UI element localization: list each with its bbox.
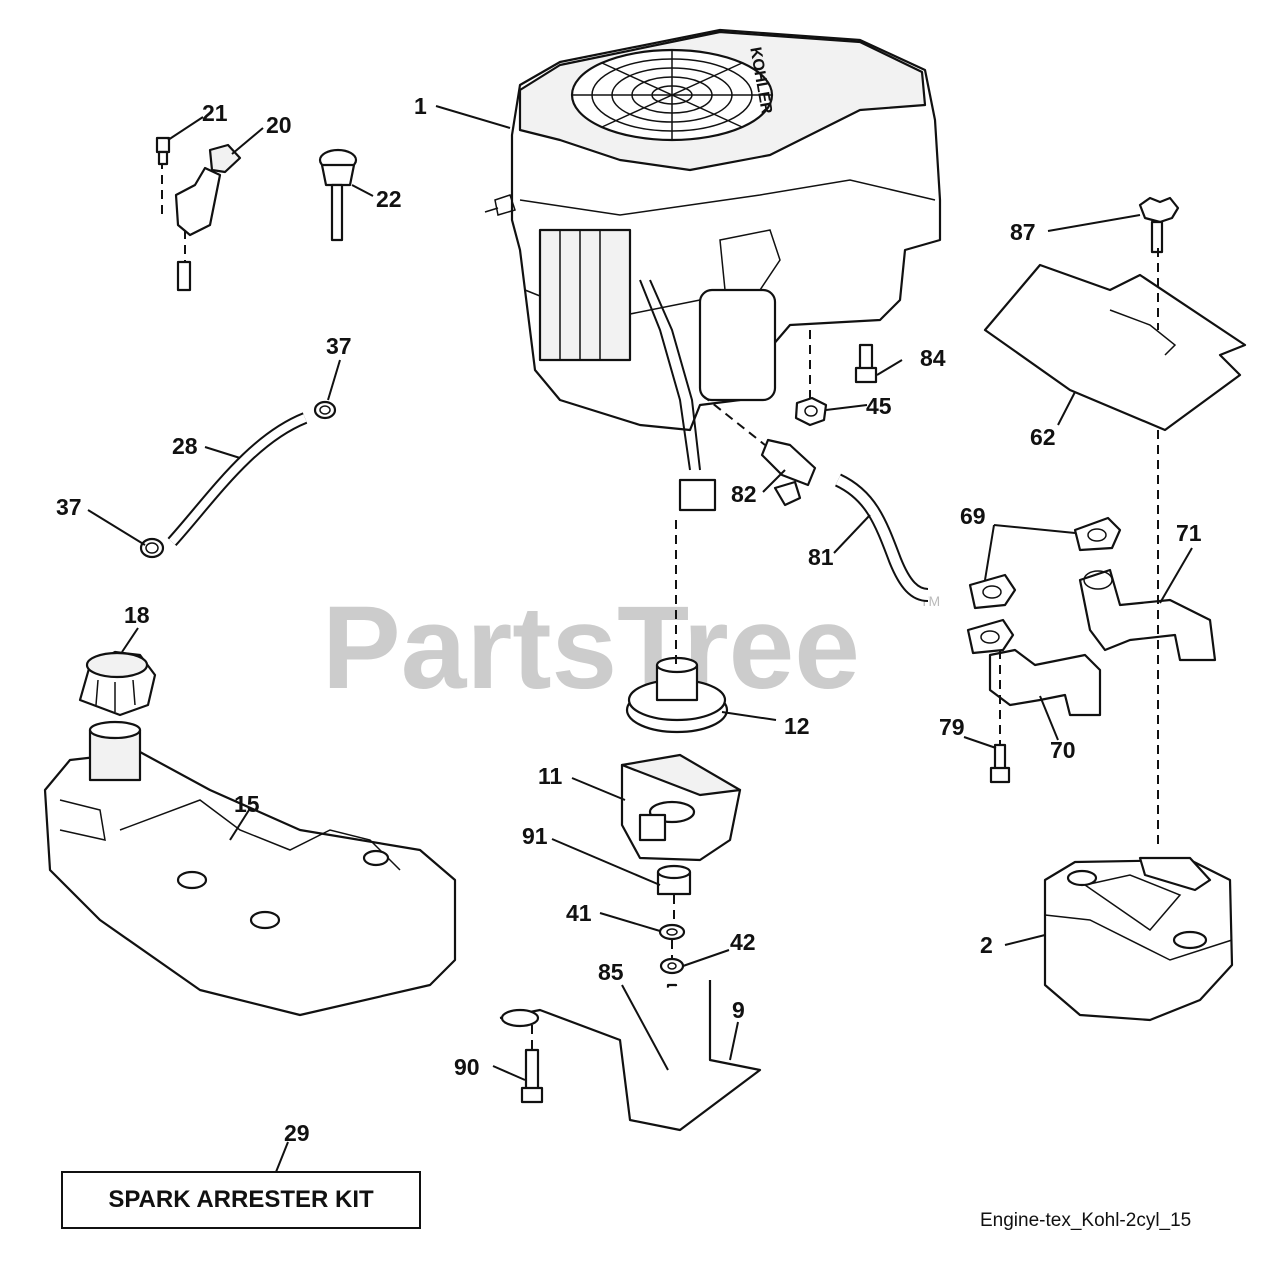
label-part-91[interactable]: 91 <box>522 823 548 849</box>
part-70-exhaust-pipe[interactable] <box>988 648 1102 717</box>
label-part-22[interactable]: 22 <box>376 186 402 212</box>
label-part-12[interactable]: 12 <box>784 713 810 739</box>
part-11-clutch[interactable] <box>620 753 742 862</box>
part-21-bolt[interactable] <box>155 136 171 166</box>
part-84-bolt[interactable] <box>854 343 878 384</box>
label-part-62[interactable]: 62 <box>1030 424 1056 450</box>
part-15-fuel-tank[interactable] <box>43 720 457 1017</box>
label-part-82[interactable]: 82 <box>731 481 757 507</box>
part-82-fuel-valve[interactable] <box>760 438 817 507</box>
spark-arrester-kit-label: SPARK ARRESTER KIT <box>108 1186 374 1213</box>
label-part-71[interactable]: 71 <box>1176 520 1202 546</box>
part-20-switch-bracket[interactable] <box>161 143 242 292</box>
label-part-20[interactable]: 20 <box>266 112 292 138</box>
label-part-1[interactable]: 1 <box>414 93 427 119</box>
part-69-gasket-c[interactable] <box>966 618 1015 655</box>
label-part-9[interactable]: 9 <box>732 997 745 1023</box>
label-part-37-upper[interactable]: 37 <box>326 333 352 359</box>
part-28-fuel-line[interactable] <box>167 412 308 547</box>
label-part-70[interactable]: 70 <box>1050 737 1076 763</box>
part-37-clamp-lower[interactable] <box>139 537 165 559</box>
label-part-28[interactable]: 28 <box>172 433 198 459</box>
part-90-bolt[interactable] <box>520 1048 544 1104</box>
label-part-69[interactable]: 69 <box>960 503 986 529</box>
label-part-15[interactable]: 15 <box>234 791 260 817</box>
part-91-spacer[interactable] <box>656 864 692 896</box>
label-part-18[interactable]: 18 <box>124 602 150 628</box>
part-79-bolt[interactable] <box>989 743 1011 784</box>
label-part-85[interactable]: 85 <box>598 959 624 985</box>
part-71-exhaust-pipe[interactable] <box>1078 568 1217 662</box>
leader-lines <box>87 105 1193 1173</box>
label-part-79[interactable]: 79 <box>939 714 965 740</box>
part-labels: 1 21 20 22 37 28 37 18 15 12 11 91 41 42… <box>56 93 1202 1146</box>
label-part-84[interactable]: 84 <box>920 345 946 371</box>
label-part-21[interactable]: 21 <box>202 100 228 126</box>
label-part-42[interactable]: 42 <box>730 929 756 955</box>
label-part-81[interactable]: 81 <box>808 544 834 570</box>
engine-part-1[interactable]: KOHLER <box>484 28 942 512</box>
label-part-45[interactable]: 45 <box>866 393 892 419</box>
part-45-nut[interactable] <box>794 396 828 427</box>
part-2-muffler[interactable] <box>1043 856 1234 1022</box>
label-part-90[interactable]: 90 <box>454 1054 480 1080</box>
label-part-11[interactable]: 11 <box>538 763 563 789</box>
label-part-87[interactable]: 87 <box>1010 219 1036 245</box>
part-41-washer[interactable] <box>658 923 686 941</box>
alignment-lines <box>531 248 1159 1050</box>
label-part-37-lower[interactable]: 37 <box>56 494 82 520</box>
watermark: PartsTree TM <box>322 582 940 714</box>
label-part-2[interactable]: 2 <box>980 932 993 958</box>
part-42-lock-washer[interactable] <box>659 957 685 975</box>
part-69-gasket-a[interactable] <box>1073 516 1122 552</box>
part-18-fuel-cap[interactable] <box>78 650 157 717</box>
label-part-29[interactable]: 29 <box>284 1120 310 1146</box>
part-12-pulley[interactable] <box>625 656 729 734</box>
part-62-heat-shield[interactable] <box>983 263 1247 432</box>
part-22-plunger[interactable] <box>318 148 358 242</box>
part-69-gasket-b[interactable] <box>968 573 1017 610</box>
part-37-clamp-upper[interactable] <box>313 400 337 420</box>
watermark-text: PartsTree <box>322 582 860 714</box>
spark-arrester-kit-box[interactable]: SPARK ARRESTER KIT <box>61 1171 421 1229</box>
part-87-knob[interactable] <box>1138 196 1180 254</box>
label-part-41[interactable]: 41 <box>566 900 592 926</box>
part-9-bracket[interactable] <box>499 980 762 1132</box>
part-81-fuel-hose[interactable] <box>834 473 929 602</box>
diagram-code: Engine-tex_Kohl-2cyl_15 <box>980 1210 1191 1231</box>
